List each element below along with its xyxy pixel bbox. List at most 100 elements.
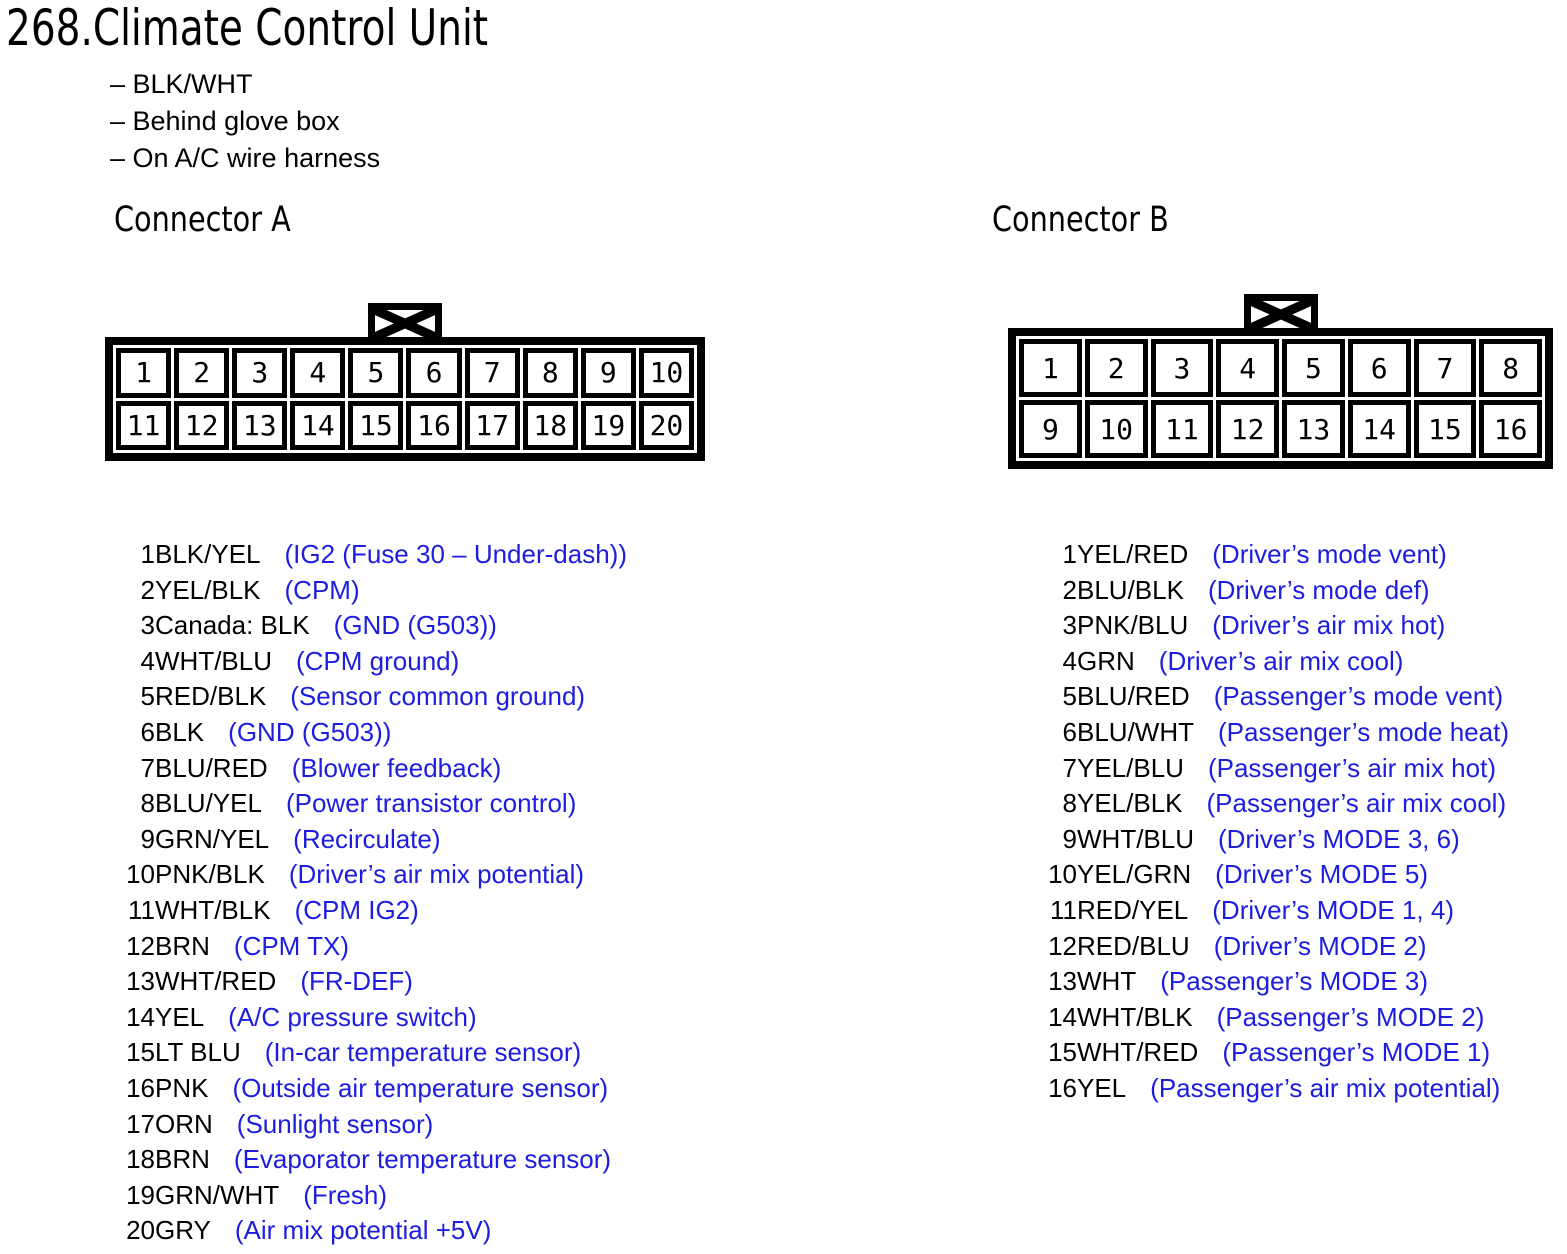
connector-pin-cell: 11 bbox=[116, 400, 172, 450]
pin-number: 8 bbox=[140, 788, 155, 819]
connector-pin-cell: 7 bbox=[1413, 339, 1477, 397]
connector-pin-cell: 3 bbox=[232, 348, 288, 398]
pin-row: 14WHT/BLK (Passenger’s MODE 2) bbox=[1045, 1000, 1509, 1036]
connector-pin-cell: 2 bbox=[1084, 339, 1148, 397]
pin-number: 14 bbox=[126, 1001, 155, 1032]
pin-wire-color: BLU/WHT bbox=[1077, 716, 1194, 747]
connector-pin-cell: 19 bbox=[580, 400, 636, 450]
connector-pin-cell: 8 bbox=[522, 348, 578, 398]
pin-description: (Driver’s MODE 3, 6) bbox=[1218, 823, 1460, 854]
connector-pin-cell: 8 bbox=[1479, 339, 1542, 397]
pin-description: (Sunlight sensor) bbox=[236, 1108, 434, 1139]
pin-description: (Driver’s MODE 1, 4) bbox=[1212, 894, 1454, 925]
pin-description: (Driver’s air mix cool) bbox=[1158, 645, 1404, 676]
pin-wire-color: YEL/BLK bbox=[1077, 788, 1183, 819]
pin-wire-color: YEL bbox=[1077, 1072, 1127, 1103]
pin-number: 9 bbox=[140, 823, 155, 854]
pin-description: (Air mix potential +5V) bbox=[234, 1215, 492, 1246]
bowtie-icon bbox=[1250, 301, 1311, 328]
pin-wire-color: YEL bbox=[155, 1001, 205, 1032]
pin-number: 6 bbox=[140, 716, 155, 747]
connector-b-heading: Connector B bbox=[992, 200, 1169, 240]
pin-row: 3PNK/BLU(Driver’s air mix hot) bbox=[1045, 608, 1509, 644]
pin-number: 3 bbox=[1062, 610, 1077, 641]
pin-description: (Fresh) bbox=[303, 1179, 387, 1210]
pin-number: 2 bbox=[1062, 574, 1077, 605]
pin-number: 14 bbox=[1048, 1001, 1077, 1032]
pin-row: 16YEL(Passenger’s air mix potential) bbox=[1045, 1071, 1509, 1107]
pin-description: (GND (G503)) bbox=[333, 610, 497, 641]
pin-row: 14YEL (A/C pressure switch) bbox=[123, 1000, 627, 1036]
pin-wire-color: YEL/RED bbox=[1077, 539, 1189, 569]
pin-number: 15 bbox=[1048, 1037, 1077, 1068]
pin-number: 2 bbox=[140, 574, 155, 605]
pin-number: 4 bbox=[1062, 645, 1077, 676]
pin-row: 2YEL/BLK(CPM) bbox=[123, 573, 627, 609]
pin-number: 10 bbox=[126, 859, 155, 890]
pin-wire-color: GRN bbox=[1077, 645, 1135, 676]
pin-number: 9 bbox=[1062, 823, 1077, 854]
pin-description: (Passenger’s air mix hot) bbox=[1207, 752, 1496, 783]
pin-description: (Driver’s MODE 2) bbox=[1213, 930, 1427, 961]
pin-row: 7BLU/RED(Blower feedback) bbox=[123, 751, 627, 787]
connector-pin-cell: 15 bbox=[348, 400, 404, 450]
pin-description: (Recirculate) bbox=[293, 823, 441, 854]
connector-a-heading: Connector A bbox=[114, 200, 291, 240]
pin-wire-color: RED/BLU bbox=[1077, 930, 1190, 961]
pin-row: 2BLU/BLK(Driver’s mode def) bbox=[1045, 573, 1509, 609]
pin-number: 10 bbox=[1048, 859, 1077, 890]
keying-tab bbox=[368, 303, 442, 344]
connector-pin-cell: 6 bbox=[1347, 339, 1411, 397]
connector-pin-cell: 4 bbox=[290, 348, 346, 398]
pin-wire-color: WHT/BLK bbox=[1077, 1001, 1193, 1032]
connector-pin-cell: 16 bbox=[1479, 400, 1542, 458]
pin-row: 1BLK/YEL(IG2 (Fuse 30 – Under-dash)) bbox=[123, 537, 627, 573]
pin-row: 15WHT/RED(Passenger’s MODE 1) bbox=[1045, 1035, 1509, 1071]
pin-number: 16 bbox=[1048, 1072, 1077, 1103]
connector-pin-cell: 11 bbox=[1150, 400, 1214, 458]
pin-description: (GND (G503)) bbox=[228, 716, 392, 747]
location-notes: – BLK/WHT – Behind glove box – On A/C wi… bbox=[110, 66, 380, 177]
pin-number: 7 bbox=[1062, 752, 1077, 783]
connector-pin-cell: 14 bbox=[1347, 400, 1411, 458]
pin-wire-color: BRN bbox=[155, 930, 210, 961]
pin-wire-color: GRN/WHT bbox=[155, 1179, 280, 1210]
connector-pin-cell: 16 bbox=[406, 400, 462, 450]
pin-wire-color: WHT bbox=[1077, 966, 1137, 997]
pin-row: 4WHT/BLU(CPM ground) bbox=[123, 644, 627, 680]
pin-description: (Driver’s air mix hot) bbox=[1212, 610, 1446, 641]
connector-pin-cell: 10 bbox=[638, 348, 694, 398]
pin-row: 13WHT (Passenger’s MODE 3) bbox=[1045, 964, 1509, 1000]
pin-number: 18 bbox=[126, 1144, 155, 1175]
connector-pin-cell: 3 bbox=[1150, 339, 1214, 397]
pin-description: (Passenger’s MODE 2) bbox=[1216, 1001, 1485, 1032]
pin-row: 20GRY(Air mix potential +5V) bbox=[123, 1213, 627, 1249]
connector-pin-cell: 6 bbox=[406, 348, 462, 398]
pin-number: 3 bbox=[140, 610, 155, 641]
connector-pin-cell: 4 bbox=[1216, 339, 1279, 397]
pin-description: (Passenger’s MODE 3) bbox=[1160, 966, 1428, 997]
pin-description: (Driver’s MODE 5) bbox=[1215, 859, 1428, 890]
pin-description: (A/C pressure switch) bbox=[228, 1001, 477, 1032]
pin-row: 15LT BLU(In-car temperature sensor) bbox=[123, 1035, 627, 1071]
pin-row: 1YEL/RED(Driver’s mode vent) bbox=[1045, 537, 1509, 573]
connector-pin-cell: 1 bbox=[1019, 339, 1082, 397]
pin-wire-color: BLK/YEL bbox=[155, 539, 261, 569]
pin-description: (CPM TX) bbox=[233, 930, 349, 961]
pin-description: (Passenger’s air mix cool) bbox=[1206, 788, 1507, 819]
pin-row: 17ORN(Sunlight sensor) bbox=[123, 1107, 627, 1143]
connector-pin-cell: 1 bbox=[116, 348, 172, 398]
pin-description: (Evaporator temperature sensor) bbox=[233, 1144, 612, 1175]
pin-number: 13 bbox=[1048, 966, 1077, 997]
connector-pin-cell: 12 bbox=[174, 400, 230, 450]
pin-number: 13 bbox=[126, 966, 155, 997]
pin-wire-color: WHT/BLU bbox=[155, 645, 272, 676]
pin-row: 10PNK/BLK(Driver’s air mix potential) bbox=[123, 857, 627, 893]
bowtie-icon bbox=[375, 310, 435, 337]
pin-wire-color: LT BLU bbox=[155, 1037, 241, 1068]
pin-row: 12BRN(CPM TX) bbox=[123, 929, 627, 965]
